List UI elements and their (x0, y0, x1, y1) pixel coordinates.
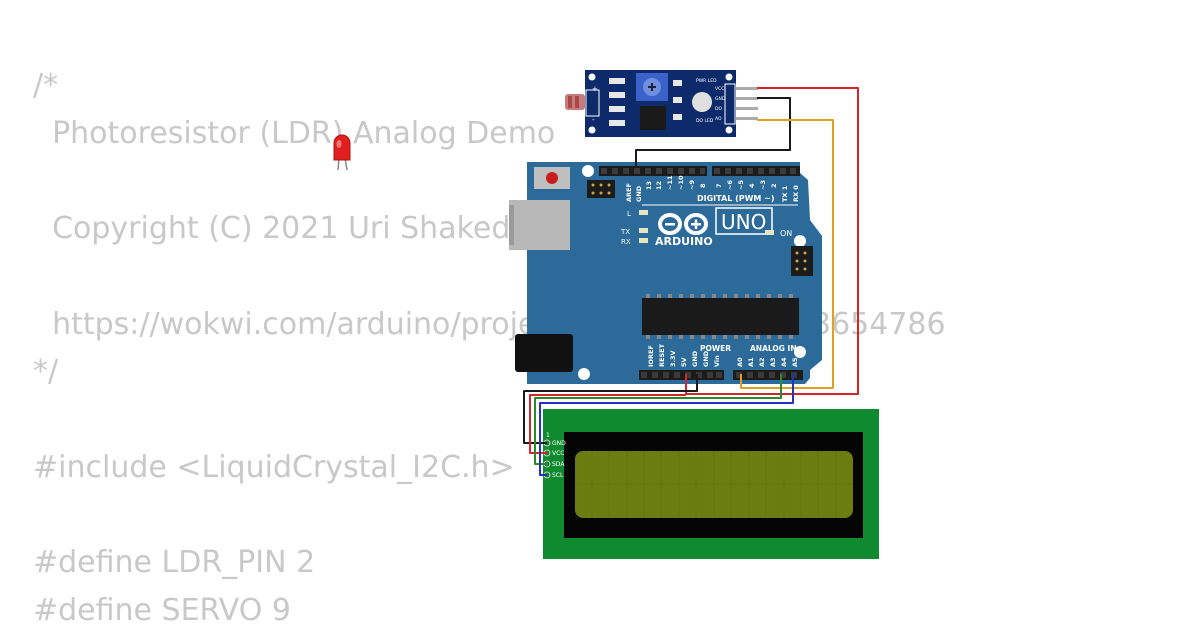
red-led[interactable] (333, 134, 351, 171)
arduino-uno-board[interactable]: AREF GND 13 12 ~11 ~10 ~9 8 7 ~6 ~5 4 ~3… (509, 162, 822, 384)
pin-label: A5 (791, 357, 799, 367)
pin-label: A0 (736, 357, 744, 367)
pin-label: GND (691, 350, 699, 367)
code-line: */ (33, 354, 59, 389)
ldr-pin-vcc: VCC (715, 86, 724, 92)
wires (523, 87, 859, 476)
lcd-pin-vcc: VCC (552, 450, 564, 457)
code-line: Photoresistor (LDR) Analog Demo (33, 116, 556, 151)
wire-red-lcd-vcc (529, 394, 686, 454)
l-led-label: L (627, 210, 631, 218)
pin-label: RESET (658, 343, 666, 367)
pin-label: ~5 (737, 180, 745, 190)
pin-label: IOREF (647, 345, 655, 367)
svg-text:-: - (592, 116, 595, 124)
lcd-pin-scl: SCL (552, 472, 564, 479)
code-line: #define LDR_PIN 2 (33, 545, 316, 580)
pin-label: ~10 (677, 175, 685, 190)
code-line: #include <LiquidCrystal_I2C.h> (33, 450, 515, 485)
do-led-label: DO LED (696, 118, 714, 124)
pin-label: A3 (769, 357, 777, 367)
svg-text:+: + (592, 85, 598, 93)
brand-label: ARDUINO (655, 235, 713, 248)
pin-label: ~3 (759, 180, 767, 190)
analog-header-label: ANALOG IN (750, 344, 797, 353)
code-line: Copyright (C) 2021 Uri Shaked. (33, 211, 520, 246)
pin-label: 13 (645, 181, 653, 190)
wire-black-ldr-gnd (635, 97, 791, 168)
tx-led-label: TX (620, 228, 630, 236)
arduino-infinity-logo (658, 213, 708, 235)
atmega-chip (642, 298, 799, 335)
digital-header-label: DIGITAL (PWM ~) (697, 194, 775, 203)
lcd-pin-one-marker: 1 (546, 432, 550, 439)
photoresistor-module[interactable]: + - PWR LED DO LED VCC GND DO AO (565, 70, 758, 137)
power-header-label: POWER (700, 344, 731, 353)
pin-label: GND (702, 350, 710, 367)
rx-led-label: RX (621, 238, 631, 246)
pin-label: 7 (715, 183, 723, 188)
pin-label: ~6 (726, 180, 734, 190)
code-line-url-tail: 3654786 (812, 307, 946, 342)
on-led-label: ON (780, 229, 792, 238)
pin-label: 12 (655, 181, 663, 190)
pin-label: A1 (747, 357, 755, 367)
ldr-pin-gnd: GND (715, 96, 726, 102)
wire-red-ldr-vcc (685, 87, 859, 395)
model-label: UNO (721, 210, 766, 234)
pin-label: A2 (758, 357, 766, 367)
code-line: /* (33, 68, 59, 103)
pin-label: ~9 (688, 180, 696, 190)
pin-label: 8 (699, 183, 707, 188)
lcd-1602-i2c[interactable]: 1 GND VCC SDA SCL (543, 409, 879, 559)
wire-orange-ldr-ao (740, 119, 834, 389)
pin-label: Vin (713, 355, 721, 367)
pin-label: TX 1 (781, 185, 789, 202)
pin-label: RX 0 (792, 185, 800, 202)
pin-label: 5V (680, 357, 688, 367)
lcd-pin-sda: SDA (552, 461, 565, 468)
pin-label: 2 (770, 183, 778, 188)
code-line: #define SERVO 9 (33, 593, 291, 628)
pin-label: 3.3V (669, 350, 677, 367)
wire-black-lcd-gnd (523, 374, 698, 444)
pin-label: GND (635, 185, 643, 202)
pin-label: ~11 (666, 175, 674, 190)
wire-blue-lcd-scl (539, 374, 794, 476)
pin-label: 4 (748, 183, 756, 188)
pin-label: AREF (625, 183, 633, 202)
ldr-pin-do: DO (715, 106, 722, 112)
lcd-pin-gnd: GND (552, 440, 566, 447)
ldr-pin-ao: AO (715, 116, 722, 122)
pwr-led-label: PWR LED (696, 78, 717, 84)
pin-label: A4 (780, 357, 788, 367)
